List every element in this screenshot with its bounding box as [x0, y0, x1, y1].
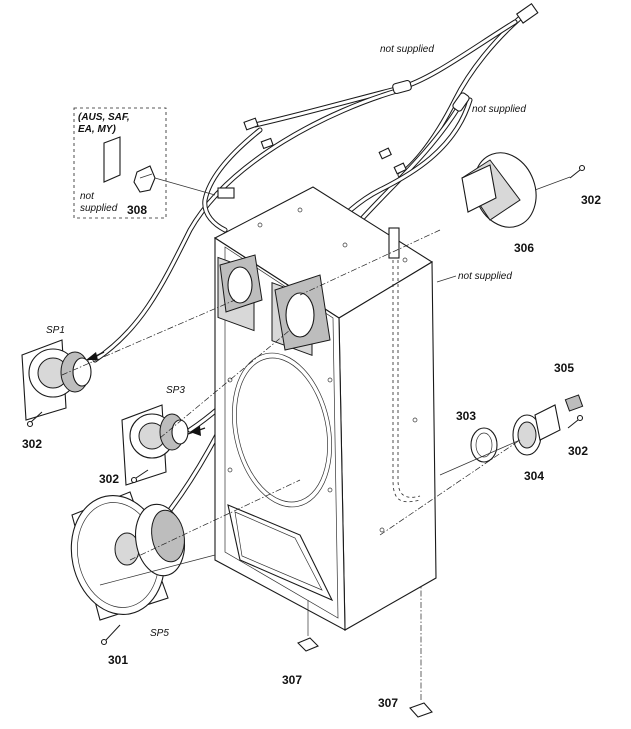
tweeter-306 — [299, 152, 586, 296]
part-label-306: 306 — [514, 241, 534, 255]
sp5-label: SP5 — [150, 628, 169, 639]
part-label-307-bottom: 307 — [378, 696, 398, 710]
sp1-label: SP1 — [46, 325, 65, 336]
mid-drivers — [219, 254, 331, 351]
part-label-304: 304 — [524, 469, 544, 483]
not-supplied-note-inset-2: supplied — [80, 203, 118, 214]
part-label-302-sp1: 302 — [22, 437, 42, 451]
part-label-302-sp3: 302 — [99, 472, 119, 486]
ring-303 — [470, 427, 498, 463]
region-label-line2: EA, MY) — [78, 124, 116, 135]
part-label-307-center: 307 — [282, 673, 302, 687]
connector-305 — [564, 394, 584, 412]
speaker-cabinet — [213, 186, 437, 631]
part-label-308: 308 — [127, 203, 147, 217]
feet-307 — [297, 585, 433, 718]
not-supplied-note-middle: not supplied — [472, 104, 526, 115]
part-label-302-top: 302 — [581, 193, 601, 207]
part-label-302-right: 302 — [568, 444, 588, 458]
speaker-sp1: SP1 — [21, 299, 236, 428]
not-supplied-note-inset-1: not — [80, 191, 95, 202]
not-supplied-note-cabinet: not supplied — [458, 271, 512, 282]
cable-clamp-308 — [133, 165, 156, 193]
part-label-303: 303 — [456, 409, 476, 423]
sp3-label: SP3 — [166, 385, 185, 396]
label-plate — [103, 136, 121, 183]
port-assembly — [379, 394, 584, 536]
region-label-line1: (AUS, SAF, — [78, 112, 130, 123]
region-inset-box: (AUS, SAF, EA, MY) not supplied — [73, 107, 216, 219]
part-label-301: 301 — [108, 653, 128, 667]
part-label-305: 305 — [554, 361, 574, 375]
not-supplied-note-top: not supplied — [380, 44, 434, 55]
speaker-sp5: SP5 — [70, 479, 301, 646]
speaker-sp3: SP3 — [121, 329, 291, 486]
